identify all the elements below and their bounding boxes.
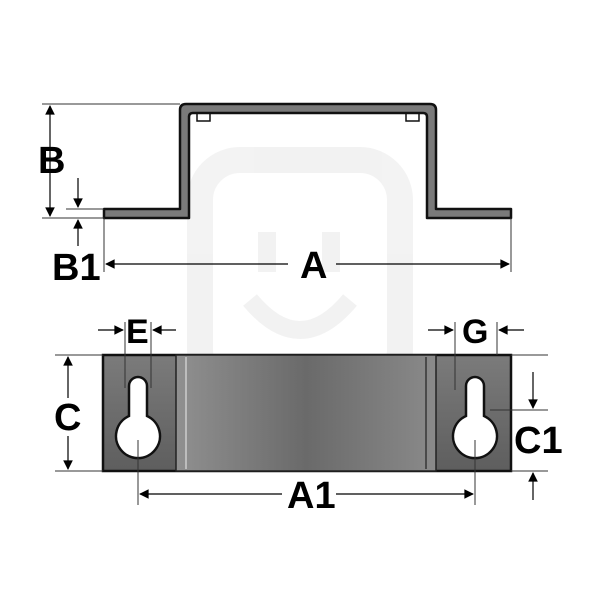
- dimension-a1: A1: [137, 440, 476, 517]
- dimension-e: E: [98, 313, 176, 388]
- label-e: E: [126, 313, 149, 351]
- dimension-g: G: [428, 313, 524, 390]
- label-c1: C1: [514, 420, 563, 462]
- dimension-b: B: [38, 103, 180, 219]
- label-b1: B1: [52, 247, 101, 289]
- dimension-c: C: [54, 354, 103, 472]
- label-c: C: [54, 397, 81, 439]
- dimension-c1: C1: [490, 354, 563, 500]
- label-a1: A1: [287, 475, 336, 517]
- label-g: G: [462, 313, 488, 351]
- right-keyhole-slot: [451, 375, 499, 460]
- bracket-plan-view: [101, 353, 513, 473]
- dimension-b1: B1: [52, 178, 104, 289]
- label-a: A: [300, 245, 327, 287]
- left-keyhole-slot: [114, 375, 162, 460]
- dimension-a: A: [103, 218, 512, 287]
- label-b: B: [38, 140, 65, 182]
